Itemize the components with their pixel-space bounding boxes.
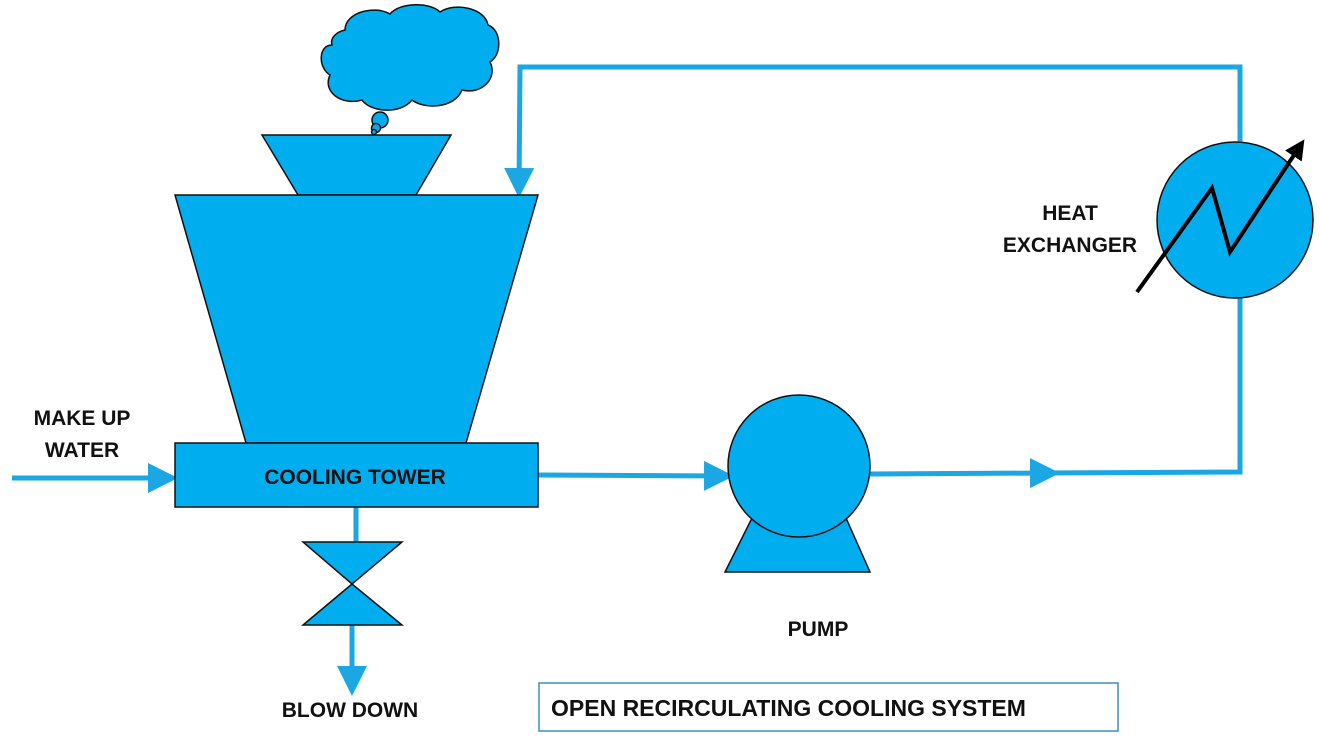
cooling-tower-label: COOLING TOWER	[264, 466, 446, 489]
make-up-water-label-2: WATER	[45, 439, 119, 462]
heat-exchanger-label-1: HEAT	[1042, 202, 1098, 225]
cooling-tower-body	[174, 194, 539, 444]
heat-exchanger-label-2: EXCHANGER	[1003, 234, 1137, 257]
heat-exchanger-icon	[1135, 139, 1314, 299]
pump-to-hx-pipe	[1039, 290, 1243, 476]
pump-outlet-arrow	[869, 458, 1060, 489]
make-up-water-label-1: MAKE UP	[34, 407, 131, 430]
cooling-tower-basin	[174, 442, 539, 508]
vapor-cloud-icon	[320, 4, 500, 136]
tower-to-pump-pipe	[537, 460, 734, 491]
pump-label: PUMP	[788, 618, 849, 641]
tower-fan-stack	[260, 134, 453, 196]
pump-icon	[723, 394, 872, 573]
blow-down-valve-icon[interactable]	[300, 541, 405, 626]
title-box	[538, 682, 1119, 732]
hx-return-pipe	[504, 64, 1243, 198]
blow-down-label: BLOW DOWN	[282, 699, 418, 722]
diagram-title: OPEN RECIRCULATING COOLING SYSTEM	[551, 695, 1026, 721]
